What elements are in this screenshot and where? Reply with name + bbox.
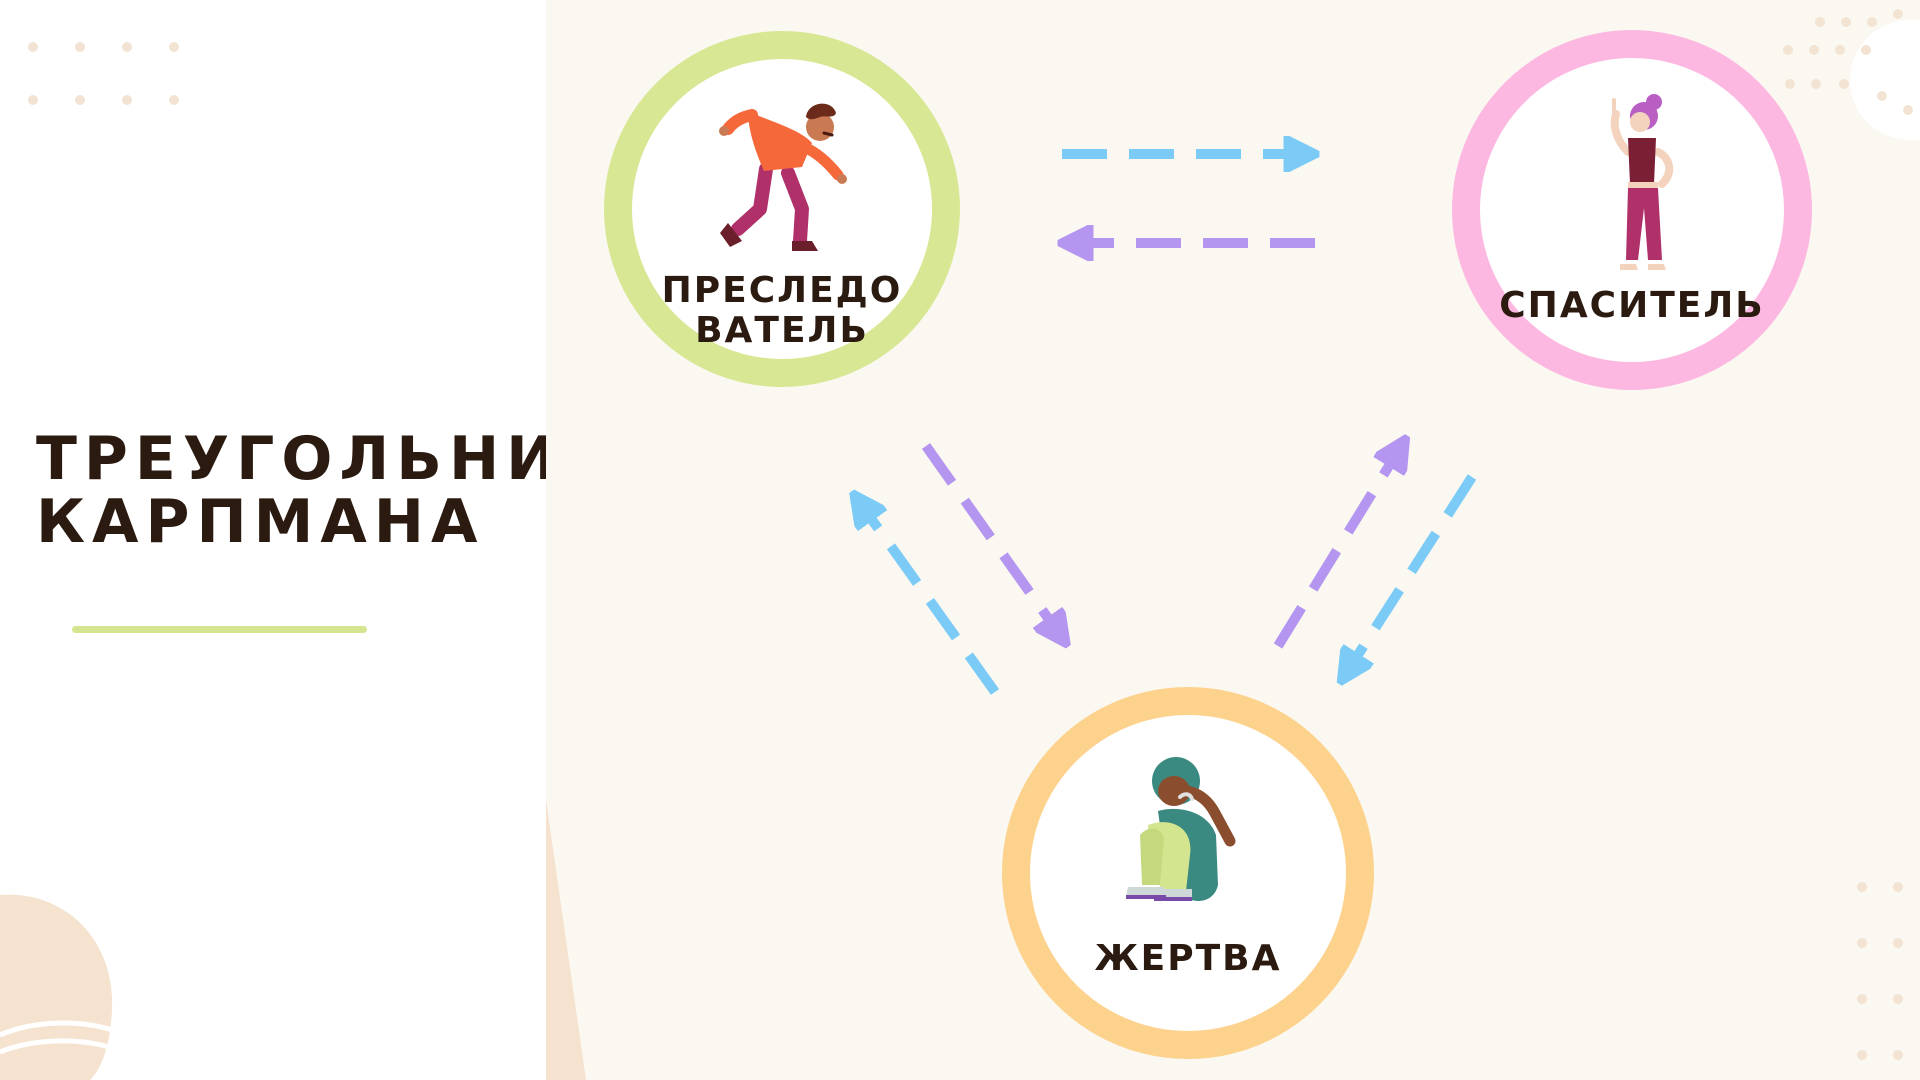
victim-node: ЖЕРТВА: [1002, 687, 1374, 1059]
title-line-1: ТРЕУГОЛЬНИК: [36, 424, 620, 494]
arrow-victim-to-persecutor: [860, 503, 1000, 695]
rescuer-label: СПАСИТЕЛЬ: [1499, 285, 1765, 326]
title-underline: [72, 626, 367, 633]
pointing-angry-person-icon: [719, 103, 847, 251]
decorative-dots-top-right: [1783, 9, 1920, 140]
crying-sitting-person-icon: [1126, 757, 1236, 901]
arrow-persecutor-to-victim: [921, 443, 1060, 635]
rescuer-node: СПАСИТЕЛЬ: [1452, 30, 1812, 390]
decorative-dots-bottom-right: [1857, 882, 1903, 1060]
standing-woman-raised-finger-icon: [1610, 94, 1674, 270]
title-line-2: КАРПМАНА: [36, 487, 485, 557]
victim-label: ЖЕРТВА: [1094, 938, 1282, 979]
decorative-blob-bottom-left: [0, 894, 113, 1080]
arrow-rescuer-to-victim: [1347, 474, 1477, 672]
persecutor-node: ПРЕСЛЕДО ВАТЕЛЬ: [604, 31, 960, 387]
slide-title: ТРЕУГОЛЬНИК КАРПМАНА: [36, 428, 619, 554]
arrow-victim-to-rescuer: [1273, 448, 1400, 649]
decorative-sliver: [546, 800, 586, 1080]
persecutor-label: ПРЕСЛЕДО ВАТЕЛЬ: [661, 270, 903, 352]
